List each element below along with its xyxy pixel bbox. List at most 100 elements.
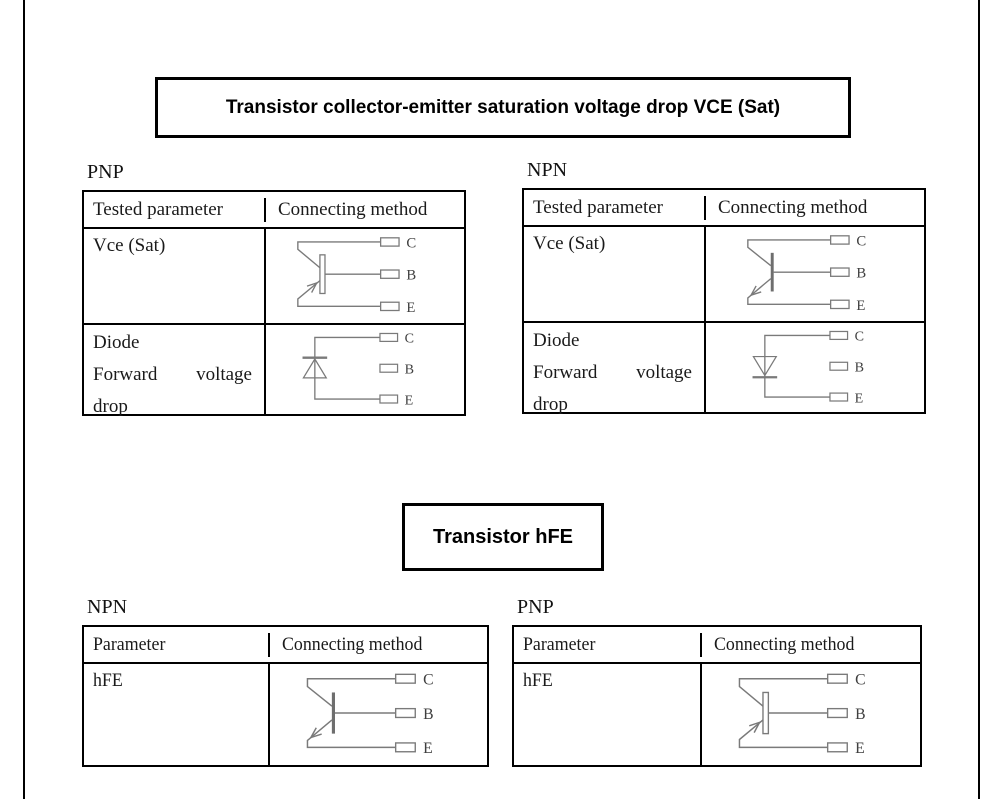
header-parameter: Parameter — [84, 632, 270, 657]
diagram-cell: C B E — [702, 664, 920, 765]
base-bar — [319, 254, 326, 295]
table-row-vce: Vce (Sat) C B E — [84, 227, 464, 323]
page-border-left — [23, 0, 25, 799]
hfe-npn-table: Parameter Connecting method hFE — [82, 625, 489, 767]
transistor-type-label: NPN — [527, 159, 568, 181]
vce-npn-table-block: NPN Tested parameter Connecting method V… — [522, 159, 926, 415]
emitter-wire — [297, 280, 381, 308]
vce-section-title-box: Transistor collector-emitter saturation … — [155, 77, 851, 138]
hfe-section-title-box: Transistor hFE — [402, 503, 604, 571]
pnp-transistor-diagram: C B E — [738, 671, 866, 757]
terminal-label-b: B — [423, 705, 433, 722]
diode-wire — [764, 334, 830, 398]
npn-transistor-diagram: C B E — [306, 671, 433, 757]
terminal-pad-c — [829, 235, 850, 245]
terminal-pad-e — [829, 391, 849, 402]
emitter-arrow-icon — [308, 726, 322, 739]
vce-pnp-table: Tested parameter Connecting method Vce (… — [82, 190, 466, 417]
parameter-cell: Diode Forward voltage drop — [84, 325, 266, 417]
terminal-label-e: E — [855, 390, 864, 406]
diode-cathode-down-diagram: C B E — [752, 328, 864, 406]
parameter-cell: hFE — [514, 664, 702, 765]
terminal-label-b: B — [405, 361, 414, 377]
diode-line-1: Diode — [93, 332, 140, 353]
terminal-label-e: E — [406, 300, 415, 316]
npn-transistor-diagram: C B E — [747, 233, 866, 314]
collector-wire — [297, 241, 381, 269]
emitter-wire — [747, 278, 831, 306]
terminal-pad-b — [394, 707, 416, 718]
header-connecting-method: Connecting method — [282, 633, 423, 655]
terminal-pad-c — [379, 332, 399, 342]
diagram-cell: C B E — [706, 227, 924, 321]
terminal-label-b: B — [855, 359, 864, 375]
terminal-label-c: C — [855, 671, 865, 688]
header-tested-parameter: Tested parameter — [524, 195, 706, 220]
vce-pnp-table-block: PNP Tested parameter Connecting method V… — [82, 161, 466, 417]
table-row-hfe: hFE C B E — [84, 662, 487, 765]
table-row-diode: Diode Forward voltage drop C B — [524, 321, 924, 415]
diode-line-3: drop — [533, 394, 568, 415]
terminal-label-b: B — [856, 266, 866, 282]
table-header-row: Tested parameter Connecting method — [84, 192, 464, 227]
diagram-cell: C B E — [706, 323, 924, 412]
table-header-row: Parameter Connecting method — [84, 627, 487, 662]
terminal-pad-e — [379, 301, 400, 312]
header-parameter: Parameter — [514, 632, 702, 657]
terminal-pad-e — [829, 299, 850, 310]
terminal-label-c: C — [406, 235, 416, 251]
terminal-label-e: E — [405, 392, 414, 408]
diode-wire — [314, 336, 380, 400]
terminal-pad-c — [826, 673, 848, 684]
transistor-type-label: PNP — [87, 161, 124, 183]
diagram-cell: C B E — [270, 664, 487, 765]
parameter-cell: Diode Forward voltage drop — [524, 323, 706, 415]
hfe-npn-table-block: NPN Parameter Connecting method hFE — [82, 596, 489, 767]
emitter-wire — [306, 718, 396, 748]
transistor-type-label: PNP — [517, 596, 554, 618]
diode-line-3: drop — [93, 396, 128, 417]
parameter-cell: Vce (Sat) — [524, 227, 706, 321]
hfe-pnp-table-block: PNP Parameter Connecting method hFE — [512, 596, 922, 767]
terminal-pad-b — [829, 267, 850, 277]
page-border-right — [978, 0, 980, 799]
collector-wire — [738, 677, 828, 707]
table-row-hfe: hFE C B E — [514, 662, 920, 765]
vce-npn-table: Tested parameter Connecting method Vce (… — [522, 188, 926, 415]
terminal-pad-c — [379, 237, 400, 247]
parameter-cell: hFE — [84, 664, 270, 765]
header-connecting-method: Connecting method — [278, 198, 428, 220]
emitter-arrow-icon — [749, 720, 762, 733]
vce-section-title: Transistor collector-emitter saturation … — [225, 96, 781, 118]
diode-line-2: Forward voltage — [533, 362, 692, 383]
emitter-arrow-icon — [306, 281, 319, 293]
hfe-pnp-table: Parameter Connecting method hFE — [512, 625, 922, 767]
terminal-pad-b — [379, 363, 399, 373]
diode-line-1: Diode — [533, 330, 580, 351]
table-row-diode: Diode Forward voltage drop C B — [84, 323, 464, 417]
diagram-cell: C B E — [266, 325, 464, 414]
terminal-label-b: B — [406, 268, 416, 284]
parameter-cell: Vce (Sat) — [84, 229, 266, 323]
terminal-pad-b — [826, 707, 848, 718]
terminal-label-c: C — [405, 330, 414, 346]
terminal-pad-b — [379, 269, 400, 279]
hfe-section-title: Transistor hFE — [432, 525, 574, 548]
terminal-pad-e — [394, 741, 416, 752]
terminal-pad-c — [829, 330, 849, 340]
terminal-label-e: E — [856, 298, 865, 314]
collector-wire — [306, 677, 396, 707]
terminal-pad-e — [379, 393, 399, 404]
collector-wire — [747, 239, 831, 267]
terminal-pad-c — [394, 673, 416, 684]
terminal-label-c: C — [855, 328, 864, 344]
header-connecting-method: Connecting method — [718, 196, 868, 218]
diagram-cell: C B E — [266, 229, 464, 323]
base-bar — [762, 691, 770, 734]
table-row-vce: Vce (Sat) C B E — [524, 225, 924, 321]
table-header-row: Tested parameter Connecting method — [524, 190, 924, 225]
header-tested-parameter: Tested parameter — [84, 197, 266, 222]
terminal-label-c: C — [856, 233, 866, 249]
terminal-pad-e — [826, 741, 848, 752]
